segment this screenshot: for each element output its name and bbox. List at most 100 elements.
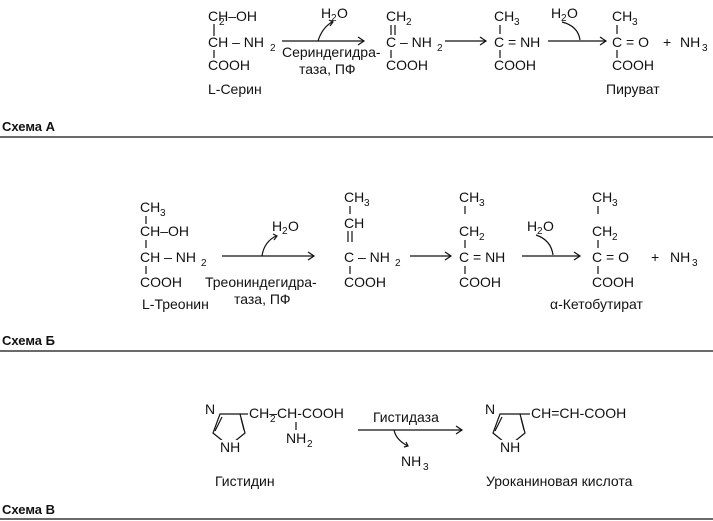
sub: 2	[406, 17, 412, 28]
sub: 3	[423, 462, 429, 473]
kb-ch3: CH	[592, 189, 612, 205]
serine-name: L-Серин	[208, 81, 262, 97]
serine-cooh: COOH	[208, 57, 250, 73]
ketobutyrate-name: α-Кетобутират	[550, 296, 643, 312]
sub: 2	[479, 232, 485, 243]
sub: 2	[201, 258, 207, 269]
thr-chnh2: CH – NH	[140, 249, 196, 265]
scheme-a: CH–OH 2 CH – NH 2 COOH L-Серин H 2 O Сер…	[0, 5, 713, 138]
ketobutyrate-structure: CH 3 CH 2 C = O COOH α-Кетобутират	[550, 189, 643, 312]
int-a2-cnh: C = NH	[494, 34, 540, 50]
pyruvate-co: C = O	[612, 34, 649, 50]
threonine-name: L-Треонин	[142, 296, 209, 312]
pyruvate-structure: CH 3 C = O COOH Пируват	[606, 8, 660, 97]
pyruvate-name: Пируват	[606, 81, 660, 97]
enzyme-serine-dehydratase: Сериндегидра-	[282, 44, 381, 60]
sub: 3	[692, 258, 698, 269]
imidazole-ring	[492, 413, 526, 447]
kb-cooh: COOH	[592, 274, 634, 290]
intermediate-a2: CH 3 C = NH COOH	[494, 8, 540, 73]
sub: 3	[160, 208, 166, 219]
int-b1-cnh2: C – NH	[344, 249, 390, 265]
int-b1-ch3: CH	[344, 189, 364, 205]
histidine-structure: N NH CH–CH-COOH 2 NH 2 Гистидин	[204, 401, 344, 489]
water-o: O	[337, 5, 348, 21]
thr-choh: CH–OH	[140, 223, 189, 239]
int-b2-ch2: CH	[459, 223, 479, 239]
histidine-name: Гистидин	[215, 473, 275, 489]
reaction-arrow-b2	[410, 251, 453, 261]
pyruvate-cooh: COOH	[612, 57, 654, 73]
scheme-c: N NH CH–CH-COOH 2 NH 2 Гистидин Гистидаз…	[0, 401, 713, 520]
enzyme-threonine-dehydratase: Треониндегидра-	[205, 274, 317, 290]
int-a2-ch3: CH	[494, 8, 514, 24]
thr-cooh: COOH	[140, 274, 182, 290]
enzyme-threonine-cofactor: таза, ПФ	[234, 291, 291, 307]
water-o: O	[543, 218, 554, 234]
reaction-arrow-c: Гистидаза NH 3	[358, 409, 464, 473]
water-o: O	[288, 218, 299, 234]
sub: 3	[514, 17, 520, 28]
serine-ch2oh: CH–OH	[208, 8, 257, 24]
sub: 2	[437, 43, 443, 54]
uro-chain: CH=CH-COOH	[531, 405, 626, 421]
water-o: O	[567, 5, 578, 21]
uro-ring-n: N	[485, 401, 495, 417]
scheme-b-caption: Схема Б	[2, 333, 55, 348]
sub: 2	[561, 13, 567, 24]
plus-sign: +	[663, 34, 671, 50]
sub: 2	[395, 258, 401, 269]
sub: 2	[612, 232, 618, 243]
ammonia-a: NH	[680, 34, 700, 50]
intermediate-a1: CH 2 C – NH 2 COOH	[386, 8, 443, 73]
sub: 3	[612, 198, 618, 209]
sub: 2	[307, 439, 313, 450]
threonine-structure: CH 3 CH–OH CH – NH 2 COOH L-Треонин	[140, 199, 209, 312]
imidazole-ring	[212, 413, 246, 447]
water-b3: H	[527, 218, 537, 234]
serine-ch2-sub: 2	[219, 17, 225, 28]
sub: 3	[702, 43, 708, 54]
his-ring-n: N	[205, 401, 215, 417]
int-b2-cooh: COOH	[459, 274, 501, 290]
pyruvate-ch3: CH	[612, 8, 632, 24]
enzyme-histidase: Гистидаза	[373, 409, 439, 425]
int-a2-cooh: COOH	[494, 57, 536, 73]
water-a1: H	[321, 5, 331, 21]
his-chain: CH–CH-COOH	[249, 405, 344, 421]
int-b1-ch: CH	[344, 215, 364, 231]
sub: 2	[537, 226, 543, 237]
urocanic-acid-name: Уроканиновая кислота	[486, 473, 633, 489]
int-a1-cooh: COOH	[386, 57, 428, 73]
thr-ch3: CH	[140, 199, 160, 215]
intermediate-b2: CH 3 CH 2 C = NH COOH	[459, 189, 505, 290]
int-b2-cnh: C = NH	[459, 249, 505, 265]
int-b1-cooh: COOH	[344, 274, 386, 290]
water-a3: H	[551, 5, 561, 21]
int-a1-ch2: CH	[386, 8, 406, 24]
his-amino: NH	[286, 430, 306, 446]
serine-structure: CH–OH 2 CH – NH 2 COOH L-Серин	[208, 8, 276, 97]
serine-ch-nh2: CH – NH	[208, 34, 264, 50]
reaction-arrow-b3: H 2 O	[522, 218, 582, 261]
water-b1: H	[272, 218, 282, 234]
serine-nh2-sub: 2	[270, 43, 276, 54]
scheme-a-caption: Схема А	[2, 119, 56, 134]
scheme-b: CH 3 CH–OH CH – NH 2 COOH L-Треонин H 2 …	[0, 189, 713, 352]
ammonia-b: NH	[670, 249, 690, 265]
sub: 2	[270, 414, 276, 425]
reaction-arrow-a2	[445, 36, 488, 46]
uro-ring-nh: NH	[500, 439, 520, 455]
reaction-arrow-b1: H 2 O Треониндегидра- таза, ПФ	[205, 218, 317, 307]
kb-co: C = O	[592, 249, 629, 265]
plus-sign: +	[651, 249, 659, 265]
kb-ch2: CH	[592, 223, 612, 239]
sub: 3	[364, 198, 370, 209]
int-a1-cnh2: C – NH	[386, 34, 432, 50]
his-ring-nh: NH	[220, 439, 240, 455]
reaction-arrow-a1: H 2 O Сериндегидра- таза, ПФ	[282, 5, 381, 77]
urocanic-acid-structure: N NH CH=CH-COOH Уроканиновая кислота	[484, 401, 633, 489]
sub: 2	[282, 226, 288, 237]
int-b2-ch3: CH	[459, 189, 479, 205]
